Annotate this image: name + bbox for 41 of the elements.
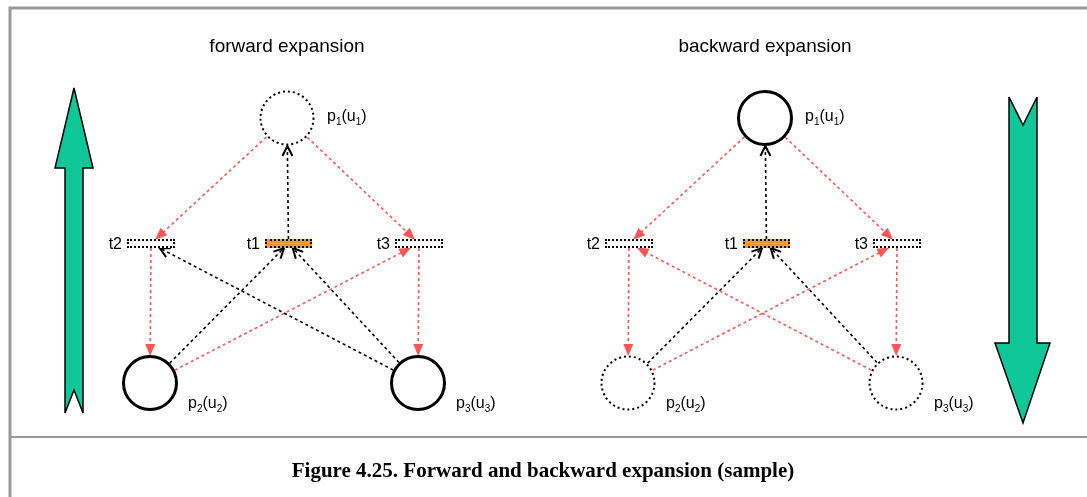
arrow (145, 247, 156, 356)
arrow (168, 247, 286, 364)
place-circle (600, 355, 656, 411)
arrow (759, 145, 772, 240)
place-label: p$_{2}$(u$_{2}$) (188, 395, 228, 415)
arrow (291, 247, 400, 364)
transition-label: t1 (246, 235, 260, 252)
place-label: p$_{2}$(u$_{2}$) (666, 395, 706, 415)
place-circle (868, 355, 924, 411)
place-label: p$_{1}$(u$_{1}$) (327, 108, 367, 128)
arrow (623, 247, 634, 356)
transition-bar (395, 239, 443, 248)
transition-bar (265, 239, 312, 248)
arrow (413, 247, 424, 356)
arrow (306, 136, 416, 240)
transition-label: t2 (586, 235, 600, 252)
arrow (784, 136, 894, 240)
figure-caption: Figure 4.25. Forward and backward expansion (sample) (291, 460, 795, 481)
place-circle (259, 90, 315, 146)
transition-bar (605, 239, 653, 248)
arrow (281, 145, 294, 240)
arrow (891, 247, 902, 356)
transition-bar (873, 239, 921, 248)
transition-label: t1 (724, 235, 738, 252)
transition-bar (743, 239, 790, 248)
arrow (646, 247, 764, 364)
transition-bar (127, 239, 175, 248)
place-label: p$_{3}$(u$_{3}$) (934, 395, 974, 415)
panel-title: backward expansion (678, 36, 852, 55)
transition-label: t3 (376, 235, 390, 252)
arrow (155, 136, 268, 240)
panel-title: forward expansion (209, 36, 365, 55)
place-circle (122, 355, 178, 411)
place-label: p$_{3}$(u$_{3}$) (456, 395, 496, 415)
place-label: p$_{1}$(u$_{1}$) (805, 108, 845, 128)
arrow (769, 247, 878, 364)
transition-label: t2 (108, 235, 122, 252)
place-circle (390, 355, 446, 411)
arrow (633, 136, 746, 240)
transition-label: t3 (854, 235, 868, 252)
place-circle (737, 90, 793, 146)
